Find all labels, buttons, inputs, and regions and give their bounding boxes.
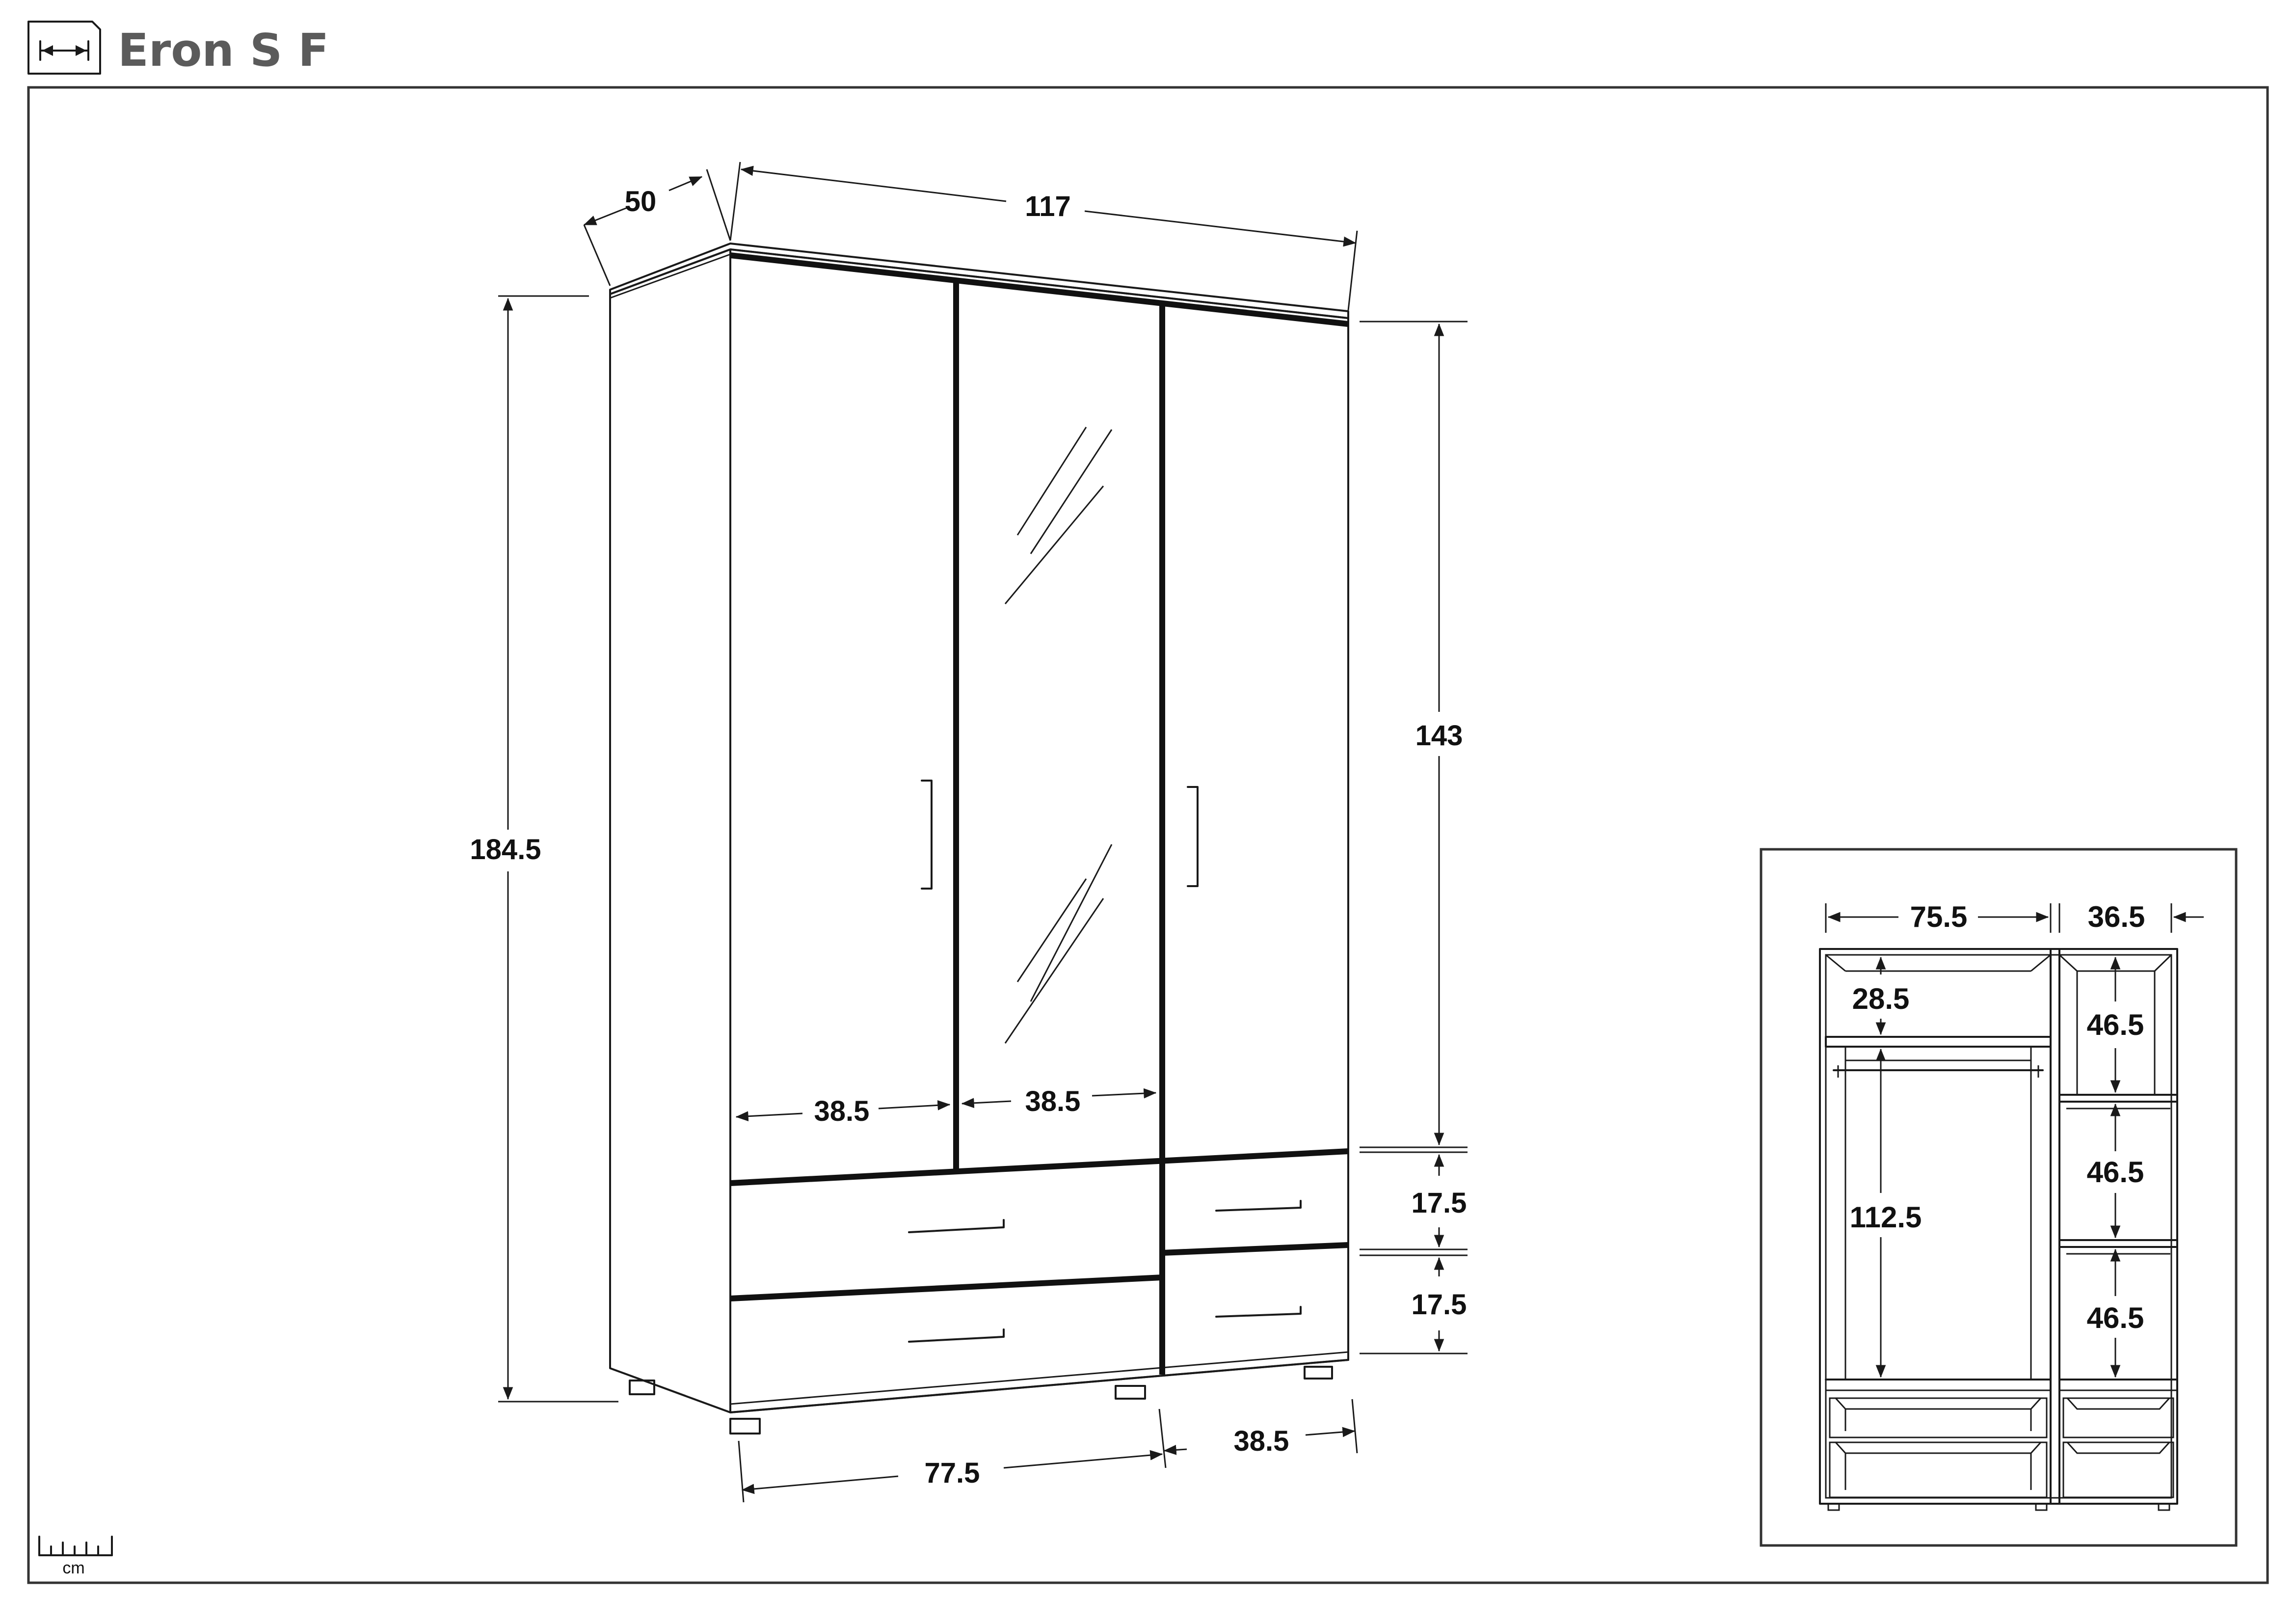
shelf-height-label: 46.5 xyxy=(2087,1008,2144,1041)
dim-drawer-widths: 77.5 38.5 xyxy=(738,1399,1358,1503)
interior-right-width-label: 36.5 xyxy=(2088,900,2145,933)
dim-door-height: 143 xyxy=(1360,321,1468,1148)
door-height-label: 143 xyxy=(1415,720,1463,752)
hanging-height-label: 112.5 xyxy=(1850,1201,1922,1234)
interior-inset-frame xyxy=(1760,848,2238,1547)
door-width-middle-label: 38.5 xyxy=(1025,1085,1081,1117)
drawer-width-left-label: 77.5 xyxy=(925,1457,980,1489)
depth-label: 50 xyxy=(625,186,657,217)
drawer-handle xyxy=(908,1328,1005,1343)
door-width-left-label: 38.5 xyxy=(814,1095,870,1127)
door-handle-left xyxy=(921,780,933,890)
drawing-frame xyxy=(27,86,2269,1584)
width-label: 117 xyxy=(1025,190,1071,222)
door-handle-right xyxy=(1187,786,1199,887)
wardrobe-main-view xyxy=(609,243,1349,1435)
mirror-glare xyxy=(1004,427,1113,1044)
drawer-height-top-label: 17.5 xyxy=(1412,1187,1467,1219)
foot xyxy=(1304,1366,1333,1380)
height-label: 184.5 xyxy=(470,834,541,866)
dim-drawer-heights: 17.5 17.5 xyxy=(1360,1151,1468,1354)
drawer-handle xyxy=(908,1219,1005,1233)
interior-left-width-label: 75.5 xyxy=(1910,900,1968,933)
dim-height: 184.5 xyxy=(470,295,618,1403)
foot xyxy=(729,1418,761,1435)
drawer-height-bottom-label: 17.5 xyxy=(1412,1289,1467,1321)
foot xyxy=(629,1380,655,1395)
drawer-handle xyxy=(1215,1200,1302,1212)
shelf-height-label: 46.5 xyxy=(2087,1301,2144,1334)
dim-width: 117 xyxy=(729,162,1358,311)
dimensions-icon xyxy=(27,21,101,75)
dim-interior-right-heights: 46.5 46.5 46.5 xyxy=(2087,956,2144,1378)
drawer-width-right-label: 38.5 xyxy=(1234,1425,1289,1457)
dim-interior-widths: 75.5 36.5 xyxy=(1825,900,2204,933)
dim-door-widths: 38.5 38.5 xyxy=(735,1085,1157,1127)
drawer-handle xyxy=(1215,1306,1302,1318)
wardrobe-interior-view xyxy=(1819,948,2178,1511)
scale-unit-label: cm xyxy=(62,1559,84,1577)
shelf-height-label: 46.5 xyxy=(2087,1156,2144,1189)
dim-interior-left-heights: 28.5 112.5 xyxy=(1850,956,1922,1378)
foot xyxy=(1115,1385,1146,1400)
page-title: Eron S F xyxy=(118,24,329,77)
top-shelf-height-label: 28.5 xyxy=(1852,982,1910,1015)
dim-depth: 50 xyxy=(583,169,731,286)
ruler-cm-icon xyxy=(38,1536,113,1556)
